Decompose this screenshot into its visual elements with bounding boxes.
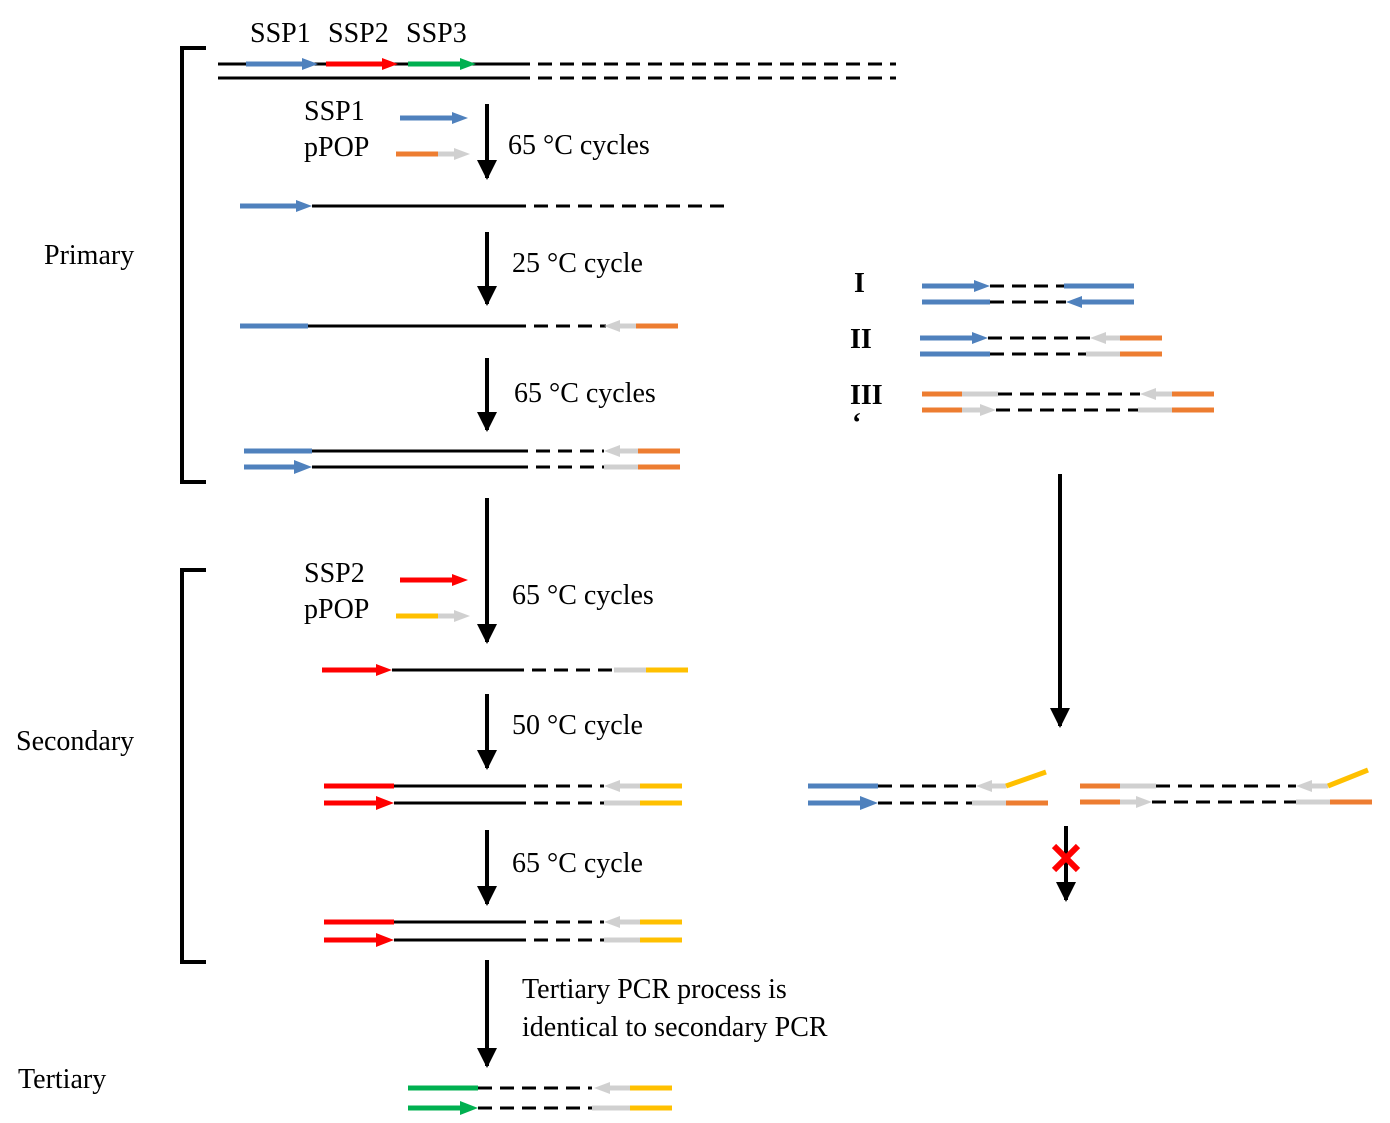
primary-product-1 bbox=[240, 200, 726, 212]
tertiary-note-line1: Tertiary PCR process is bbox=[522, 974, 787, 1005]
ssp3-site-arrow bbox=[408, 58, 476, 70]
ssp1-site-arrow bbox=[246, 58, 318, 70]
ssp3-label: SSP3 bbox=[406, 18, 467, 49]
secondary-bracket bbox=[180, 568, 206, 964]
primary-product-2 bbox=[240, 320, 678, 332]
red-x-icon bbox=[1051, 843, 1081, 873]
secondary-step3-label: 65 °C cycle bbox=[512, 848, 643, 879]
primary-step3-label: 65 °C cycles bbox=[514, 378, 656, 409]
product-label-2: II bbox=[850, 324, 872, 355]
ppop-primer-legend-secondary bbox=[396, 610, 470, 622]
ppop-primer-legend-primary bbox=[396, 148, 470, 160]
ssp1-label: SSP1 bbox=[250, 18, 311, 49]
primary-bracket bbox=[180, 46, 206, 484]
product-type-1 bbox=[922, 280, 1134, 308]
product-label-3-mark: ‘ bbox=[852, 408, 861, 439]
primary-step2-label: 25 °C cycle bbox=[512, 248, 643, 279]
secondary-primer1-label: SSP2 bbox=[304, 558, 365, 589]
ssp2-primer-legend bbox=[400, 574, 468, 586]
secondary-product-1 bbox=[322, 664, 688, 676]
tertiary-product bbox=[408, 1082, 672, 1115]
primary-product-3 bbox=[244, 445, 680, 474]
template-dna bbox=[218, 62, 896, 80]
mismatch-product-right bbox=[1080, 767, 1372, 808]
product-type-2 bbox=[920, 332, 1162, 357]
primary-step1-label: 65 °C cycles bbox=[508, 130, 650, 161]
primary-primer1-label: SSP1 bbox=[304, 96, 365, 127]
stage-label-tertiary: Tertiary bbox=[18, 1064, 106, 1095]
secondary-step2-label: 50 °C cycle bbox=[512, 710, 643, 741]
mismatch-product-left bbox=[808, 769, 1048, 810]
ssp2-site-arrow bbox=[326, 58, 398, 70]
secondary-primer2-label: pPOP bbox=[304, 594, 369, 625]
secondary-product-3 bbox=[324, 916, 682, 947]
secondary-product-2 bbox=[324, 780, 682, 810]
secondary-step1-label: 65 °C cycles bbox=[512, 580, 654, 611]
product-label-3: III bbox=[850, 380, 883, 411]
product-type-3 bbox=[922, 388, 1214, 416]
product-label-1: I bbox=[854, 268, 865, 299]
stage-label-primary: Primary bbox=[44, 240, 134, 271]
ssp2-label: SSP2 bbox=[328, 18, 389, 49]
tertiary-note-line2: identical to secondary PCR bbox=[522, 1012, 828, 1043]
stage-label-secondary: Secondary bbox=[16, 726, 134, 757]
ssp1-primer-legend bbox=[400, 112, 468, 124]
primary-primer2-label: pPOP bbox=[304, 132, 369, 163]
